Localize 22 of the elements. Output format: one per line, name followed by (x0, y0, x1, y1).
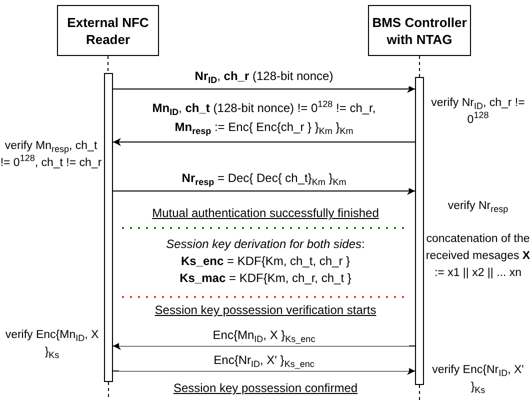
note: verify Enc{Nr$_{ID}$, X' }$_{Ks}$ (431, 363, 525, 396)
note: verify Mn$_{resp}$, ch_t != 0$^{128}$, ch_t != ch_r (0, 139, 102, 171)
note: verify Enc{Mn$_{ID}$, X }$_{Ks}$ (4, 328, 100, 361)
status-text: Session key possession verification starts (154, 302, 378, 319)
note: verify Nr$_{ID}$, ch_r != 0$^{128}$ (430, 96, 526, 128)
message-arrow (112, 367, 416, 375)
message-arrow (112, 342, 416, 350)
activation-bar (104, 73, 113, 382)
activation-bar (415, 77, 424, 385)
status-text: Session key possession confirmed (172, 380, 359, 397)
participant-box: BMS Controller with NTAG (368, 5, 471, 56)
message-arrow (112, 85, 416, 93)
lifeline (419, 56, 420, 78)
message-arrow (112, 187, 416, 195)
formula-text: Ks_enc = KDF{Km, ch_t, ch_r } (180, 253, 352, 270)
note: verify Nr$_{resp}$ (446, 199, 510, 215)
status-text: Mutual authentication successfully finished (151, 205, 380, 222)
formula-text: Ks_mac = KDF{Km, ch_r, ch_t } (178, 270, 352, 287)
note: concatenation of the received mesages X := x1 || x2 || ... xn (425, 232, 531, 281)
note: Session key derivation for both sides: (165, 236, 366, 253)
participant-box: External NFC Reader (57, 5, 159, 56)
message-arrow (112, 138, 416, 146)
